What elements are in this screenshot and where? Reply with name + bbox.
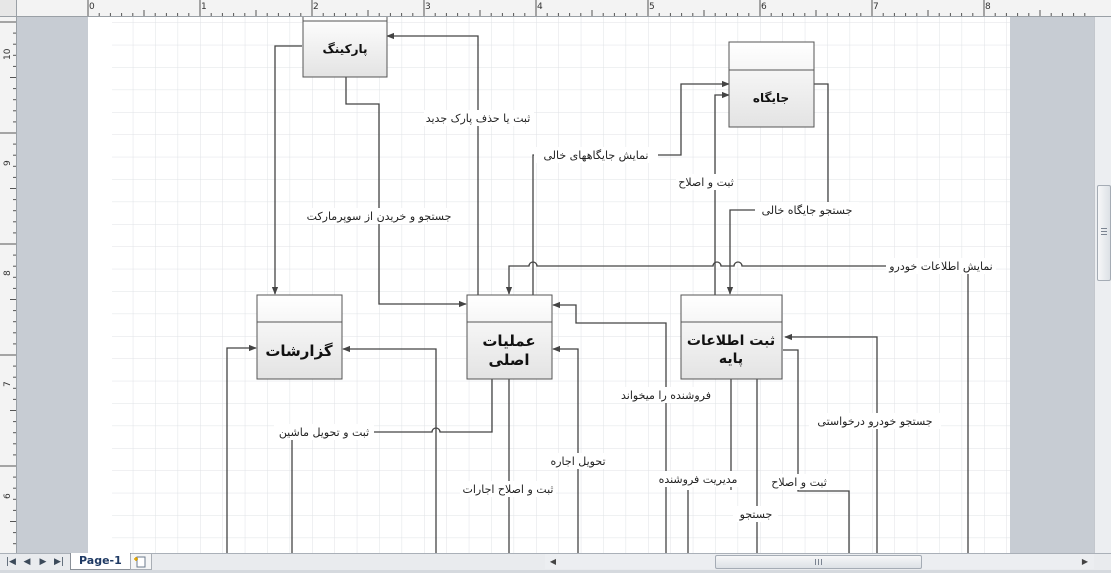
ruler-label: 6 <box>761 2 767 12</box>
page-grid <box>112 17 1010 553</box>
edge-label: جستجو خودرو درخواستی <box>817 415 932 428</box>
edge-label: ثبت و اصلاح اجارات <box>463 483 554 496</box>
edge-label: ثبت و تحویل ماشین <box>279 426 369 439</box>
edge-label: نمایش اطلاعات خودرو <box>888 260 993 273</box>
ruler-label: 0 <box>89 2 95 12</box>
ruler-label: 9 <box>3 160 13 166</box>
ruler-label: 5 <box>649 2 655 12</box>
connector-main-to-left[interactable] <box>374 379 493 433</box>
next-page-icon[interactable]: ▶ <box>39 557 47 567</box>
grip-line <box>818 559 819 565</box>
edge-label: جستجو و خریدن از سوپرمارکت <box>307 210 452 223</box>
connector-search-vehicle[interactable] <box>784 333 878 553</box>
scroll-left-icon[interactable]: ◀ <box>549 557 557 566</box>
ruler-label: 3 <box>425 2 431 12</box>
scroll-right-icon[interactable]: ▶ <box>1081 557 1089 566</box>
node-main-operations[interactable]: عملیات اصلی <box>466 294 553 380</box>
ruler-label: 4 <box>537 2 543 12</box>
edge-label: ثبت و اصلاح <box>678 176 734 189</box>
connector-parking-to-reports[interactable] <box>271 45 302 295</box>
node-label: پارکینگ <box>323 42 368 56</box>
vertical-ruler-scale: 10 9 8 7 6 <box>0 21 16 545</box>
node-label: اصلی <box>489 351 530 369</box>
node-label: گزارشات <box>265 342 333 360</box>
page-tab[interactable]: Page-1 <box>70 553 131 570</box>
vertical-ruler: 10 9 8 7 6 <box>0 16 17 553</box>
insert-page-icon <box>134 556 146 568</box>
edge-label: ثبت یا حذف پارک جدید <box>426 112 531 125</box>
connector-main-to-parking[interactable] <box>386 32 479 295</box>
ruler-label: 8 <box>3 270 13 276</box>
grip-line <box>1101 228 1107 229</box>
edge-label: تحویل اجاره <box>550 455 605 468</box>
node-label: عملیات <box>482 332 535 350</box>
ruler-label: 2 <box>313 2 319 12</box>
edge-label: جستجو <box>739 508 773 521</box>
ruler-label: 1 <box>201 2 207 12</box>
drawing-canvas[interactable]: پارکینگ جایگاه گزارشات عملیات اصلی ثبت ا… <box>17 17 1094 553</box>
first-page-icon[interactable]: |◀ <box>6 557 16 567</box>
node-label: ثبت اطلاعات <box>687 333 775 349</box>
ruler-label: 8 <box>985 2 991 12</box>
grip-line <box>815 559 816 565</box>
insert-page-button[interactable] <box>130 554 152 570</box>
ruler-label: 6 <box>3 493 13 499</box>
edge-label: جستجو جایگاه خالی <box>762 204 853 217</box>
grip-line <box>1101 231 1107 232</box>
edge-label: ثبت و اصلاح <box>771 476 827 489</box>
connector-parking-to-main[interactable] <box>345 77 467 308</box>
node-slot[interactable]: جایگاه <box>728 41 815 128</box>
node-label: پایه <box>719 351 743 367</box>
vertical-scroll-thumb[interactable] <box>1097 185 1111 281</box>
ruler-label: 10 <box>3 48 13 60</box>
connector-reports-left[interactable] <box>226 344 257 553</box>
bottom-bar: |◀ ◀ ▶ ▶| Page-1 ◀ ▶ <box>0 553 1111 570</box>
connector-rental-delivery[interactable] <box>552 345 579 553</box>
edge-label: فروشنده را میخواند <box>621 389 711 402</box>
edge-label: مدیریت فروشنده <box>659 473 738 486</box>
last-page-icon[interactable]: ▶| <box>54 557 64 567</box>
diagram-svg[interactable]: پارکینگ جایگاه گزارشات عملیات اصلی ثبت ا… <box>17 17 1094 553</box>
connector-to-reports[interactable] <box>342 345 437 553</box>
grip-line <box>1101 234 1107 235</box>
node-label: جایگاه <box>753 91 789 105</box>
ruler-label: 7 <box>3 381 13 387</box>
edge-label: نمایش جایگاههای خالی <box>544 149 649 162</box>
grip-line <box>821 559 822 565</box>
page-margin <box>88 17 112 553</box>
previous-page-icon[interactable]: ◀ <box>23 557 31 567</box>
node-parking[interactable]: پارکینگ <box>302 17 388 78</box>
connector-base-edit[interactable] <box>783 349 850 553</box>
connector-base-to-slot[interactable] <box>714 91 730 295</box>
horizontal-scrollbar[interactable]: ◀ ▶ <box>545 554 1094 569</box>
node-reports[interactable]: گزارشات <box>256 294 343 380</box>
node-base-info[interactable]: ثبت اطلاعات پایه <box>680 294 783 380</box>
horizontal-ruler-scale: 0 1 2 3 4 5 6 7 8 <box>87 0 1086 16</box>
horizontal-ruler: 0 1 2 3 4 5 6 7 8 <box>0 0 1111 17</box>
connector-main-to-slot[interactable] <box>532 80 730 295</box>
vertical-scrollbar[interactable] <box>1094 17 1111 553</box>
horizontal-scroll-thumb[interactable] <box>715 555 922 569</box>
ruler-corner <box>0 0 17 17</box>
connector-vehicle-info[interactable] <box>505 261 969 553</box>
ruler-label: 7 <box>873 2 879 12</box>
